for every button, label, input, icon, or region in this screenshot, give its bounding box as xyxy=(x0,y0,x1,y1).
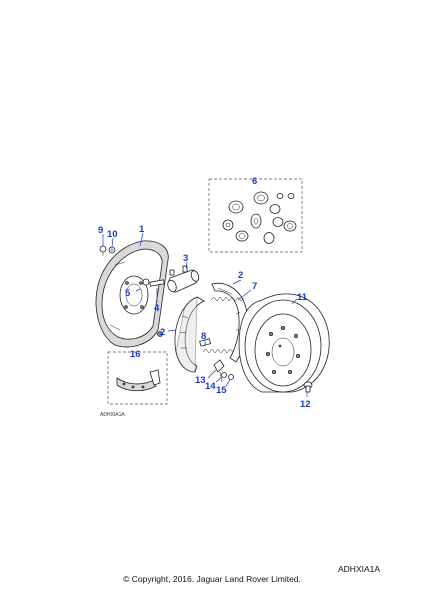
inner-diagram-code: ADHXIA1A xyxy=(100,412,125,418)
brake-drum xyxy=(238,293,330,393)
bolt-9 xyxy=(99,245,107,256)
callout-11: 11 xyxy=(297,292,308,303)
callout-10: 10 xyxy=(107,229,118,240)
leader-lines xyxy=(102,232,308,397)
callout-6: 6 xyxy=(252,176,257,187)
diagram-code: ADHXIA1A xyxy=(338,564,381,574)
callout-3: 3 xyxy=(183,253,188,264)
callout-5: 5 xyxy=(125,288,131,299)
adjuster-assembly xyxy=(142,278,165,337)
wheel-cylinder xyxy=(167,265,200,293)
lining-kit-box xyxy=(107,351,168,405)
lining-kit-part xyxy=(116,369,161,392)
callout-labels: 1 2 2 3 4 5 6 7 8 9 10 11 12 13 14 15 16 xyxy=(98,176,311,410)
callout-12: 12 xyxy=(300,399,311,410)
backing-plate xyxy=(95,240,169,348)
nut-10 xyxy=(108,246,116,254)
screw-12 xyxy=(303,381,313,393)
callout-8: 8 xyxy=(201,331,206,342)
callout-1: 1 xyxy=(139,224,145,235)
callout-14: 14 xyxy=(205,381,216,392)
callout-4: 4 xyxy=(154,303,160,314)
callout-2-right: 2 xyxy=(238,270,243,281)
callout-13: 13 xyxy=(195,375,206,386)
adjuster-parts xyxy=(213,359,234,383)
callout-7: 7 xyxy=(252,281,257,292)
return-spring-upper xyxy=(210,296,245,302)
brake-shoe-left xyxy=(174,296,205,373)
callout-16: 16 xyxy=(130,349,141,360)
callout-2-left: 2 xyxy=(160,327,165,338)
seal-kit-box xyxy=(208,178,303,253)
callout-9: 9 xyxy=(98,225,103,236)
copyright-notice: © Copyright, 2016. Jaguar Land Rover Lim… xyxy=(123,574,301,584)
callout-15: 15 xyxy=(216,385,227,396)
seal-kit-parts xyxy=(222,191,297,244)
